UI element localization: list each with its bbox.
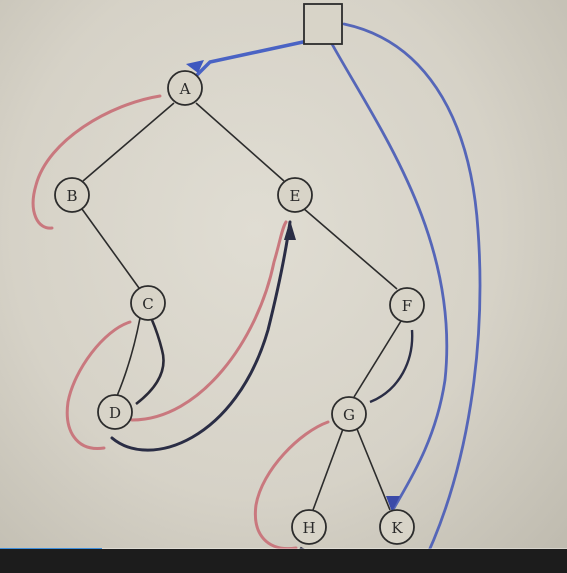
node-g: G [331, 396, 367, 432]
video-control-bar [0, 549, 567, 573]
thread-g-to-f [369, 329, 414, 404]
thread-k-to-head [330, 42, 449, 510]
tree-nodes: A B E C F D G [54, 70, 425, 545]
node-c: C [130, 285, 166, 321]
thread-d-to-b-left [65, 320, 132, 450]
red-threads [31, 94, 330, 551]
node-a: A [167, 70, 203, 106]
edge-g-h [312, 428, 344, 511]
thread-k-arrowhead [386, 496, 400, 512]
node-h: H [291, 509, 327, 545]
node-k: K [379, 509, 415, 545]
edge-a-b [82, 102, 175, 182]
thread-d-dark [110, 220, 292, 452]
edge-a-e [195, 102, 285, 182]
thread-d-to-e [130, 220, 288, 422]
node-b: B [54, 177, 90, 213]
blue-threads [330, 22, 482, 572]
node-d-label: D [109, 404, 121, 422]
node-a-label: A [179, 80, 191, 98]
root-link [194, 40, 305, 78]
thread-b-to-a [31, 94, 162, 230]
edge-c-d [116, 317, 141, 397]
node-e-label: E [290, 187, 301, 205]
thread-head-right [342, 22, 482, 572]
edge-f-g [353, 320, 402, 398]
root-link-arrowhead [186, 60, 204, 73]
thread-d-to-c [135, 319, 165, 406]
node-h-label: H [302, 519, 315, 537]
tree-edges [81, 102, 402, 511]
node-f: F [389, 287, 425, 323]
node-c-label: C [142, 295, 153, 313]
edge-b-c [81, 208, 140, 289]
node-b-label: B [66, 187, 77, 205]
node-k-label: K [391, 519, 403, 537]
node-f-label: F [402, 297, 412, 315]
thread-d-dark-arrowhead [284, 220, 296, 240]
edge-g-k [356, 428, 391, 511]
thread-h-to-g [253, 420, 330, 551]
node-e: E [277, 177, 313, 213]
node-d: D [97, 394, 133, 430]
node-g-label: G [343, 406, 355, 424]
edge-e-f [302, 207, 398, 290]
head-node-square [303, 3, 343, 45]
